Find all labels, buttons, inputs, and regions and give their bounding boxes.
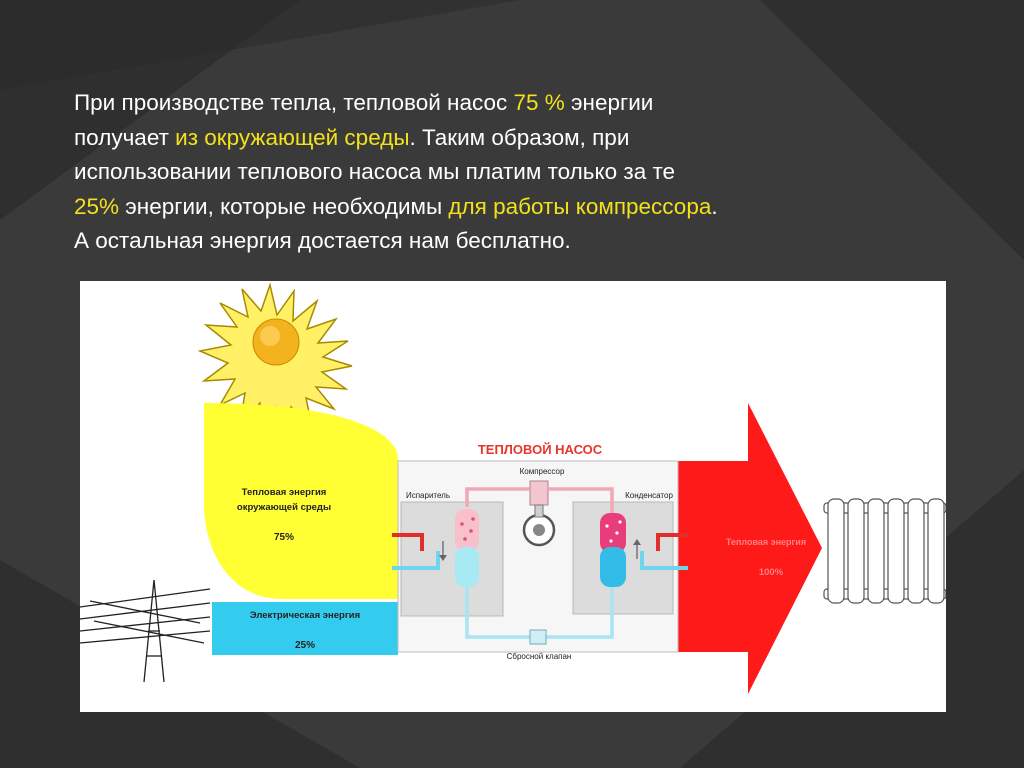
electric-percent-label: 25%: [295, 640, 315, 651]
highlight-75-percent: 75 %: [513, 90, 565, 115]
text-line-5: А остальная энергия достается нам беспла…: [74, 228, 571, 253]
output-percent-label: 100%: [759, 567, 784, 578]
electric-label: Электрическая энергия: [250, 610, 360, 621]
heat-exchange-pipes: [392, 533, 688, 570]
radiator-icon: [823, 498, 946, 604]
ambient-energy-flow: [204, 403, 398, 599]
heat-pump-title: ТЕПЛОВОЙ НАСОС: [478, 442, 603, 457]
compressor-label: Компрессор: [520, 467, 565, 476]
compressor-icon: [522, 480, 556, 547]
heat-pump-diagram-svg: Тепловая энергия окружающей среды 75% Эл…: [80, 282, 946, 694]
flow-up-arrow-icon: [633, 539, 641, 559]
text-segment: энергии: [564, 90, 654, 115]
evaporator-label: Испаритель: [406, 491, 450, 500]
valve-label: Сбросной клапан: [507, 652, 572, 661]
text-line-4: 25% энергии, которые необходимы для рабо…: [74, 190, 954, 225]
output-heat-arrow: [678, 403, 822, 694]
text-segment: получает: [74, 124, 176, 150]
text-segment: При производстве тепла, тепловой насос: [74, 90, 514, 115]
text-segment: энергии, которые необходимы: [119, 193, 449, 219]
ambient-label-line-2: окружающей среды: [237, 502, 331, 513]
ambient-percent-label: 75%: [274, 532, 294, 543]
description-paragraph: При производстве тепла, тепловой насос 7…: [74, 86, 954, 259]
electric-energy-flow: [212, 602, 398, 655]
refrigerant-circuit: [465, 487, 614, 639]
heat-pump-diagram: Тепловая энергия окружающей среды 75% Эл…: [80, 281, 946, 712]
highlight-compressor-work: для работы компрессора: [448, 193, 712, 219]
valve-icon: [529, 629, 547, 645]
flow-down-arrow-icon: [439, 541, 447, 561]
condenser-label: Конденсатор: [625, 491, 673, 500]
output-label: Тепловая энергия: [726, 537, 806, 547]
evaporator-box: [400, 501, 504, 617]
highlight-25-percent: 25%: [74, 193, 120, 219]
text-line-2: получает из окружающей среды. Таким обра…: [74, 121, 954, 156]
power-pylon-icon: [80, 579, 211, 683]
condenser-vessel-icon: [600, 513, 626, 587]
text-line-3: использовании теплового насоса мы платим…: [74, 159, 676, 184]
evaporator-vessel-icon: [455, 509, 479, 587]
text-segment: . Таким образом, при: [409, 124, 630, 150]
ambient-label-line-1: Тепловая энергия: [242, 487, 327, 498]
highlight-environment: из окружающей среды: [175, 124, 410, 150]
text-line-1: При производстве тепла, тепловой насос 7…: [74, 86, 954, 121]
text-segment: .: [711, 193, 718, 219]
